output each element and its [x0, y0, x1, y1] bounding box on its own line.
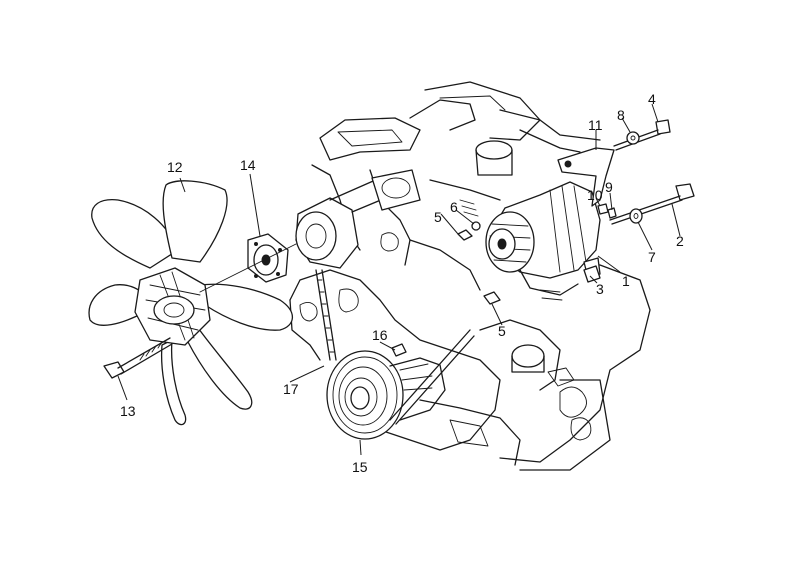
callout-labels: 1 2 3 4 5 5 6 7 8 9 10 11 12 13 14 15 16…	[120, 91, 684, 475]
cooling-fan	[88, 180, 294, 426]
callout-12: 12	[167, 159, 183, 175]
callout-1: 1	[622, 273, 630, 289]
v-belt	[315, 269, 475, 425]
callout-17: 17	[283, 381, 299, 397]
callout-6: 6	[450, 199, 458, 215]
leader-lines	[117, 103, 681, 456]
callout-7: 7	[648, 249, 656, 265]
nut-5-upper	[457, 229, 473, 241]
callout-16: 16	[372, 327, 388, 343]
nut-5-lower	[483, 291, 501, 305]
callout-15: 15	[352, 459, 368, 475]
callout-4: 4	[648, 91, 656, 107]
water-pump-pulley	[295, 169, 421, 269]
alternator-bolt	[609, 183, 695, 225]
callout-14: 14	[240, 157, 256, 173]
fan-spacer	[199, 233, 297, 293]
crankshaft-pulley	[326, 350, 446, 440]
callout-3: 3	[596, 281, 604, 297]
bracket-3	[583, 265, 601, 283]
callout-2: 2	[676, 233, 684, 249]
woodruff-key	[391, 343, 407, 357]
washer-7	[629, 208, 643, 224]
callout-10: 10	[587, 187, 603, 203]
washer-8	[626, 131, 640, 145]
callout-5-upper: 5	[434, 209, 442, 225]
callout-13: 13	[120, 403, 136, 419]
nut-washer-9-10	[597, 203, 617, 219]
alternator	[485, 181, 601, 296]
adjusting-bar	[557, 147, 615, 207]
callout-11: 11	[588, 117, 603, 133]
adjusting-bolt	[613, 119, 671, 151]
callout-5-lower: 5	[498, 323, 506, 339]
callout-9: 9	[605, 179, 613, 195]
engine-block	[289, 81, 651, 471]
callout-8: 8	[617, 107, 625, 123]
fan-bolt	[103, 337, 173, 379]
